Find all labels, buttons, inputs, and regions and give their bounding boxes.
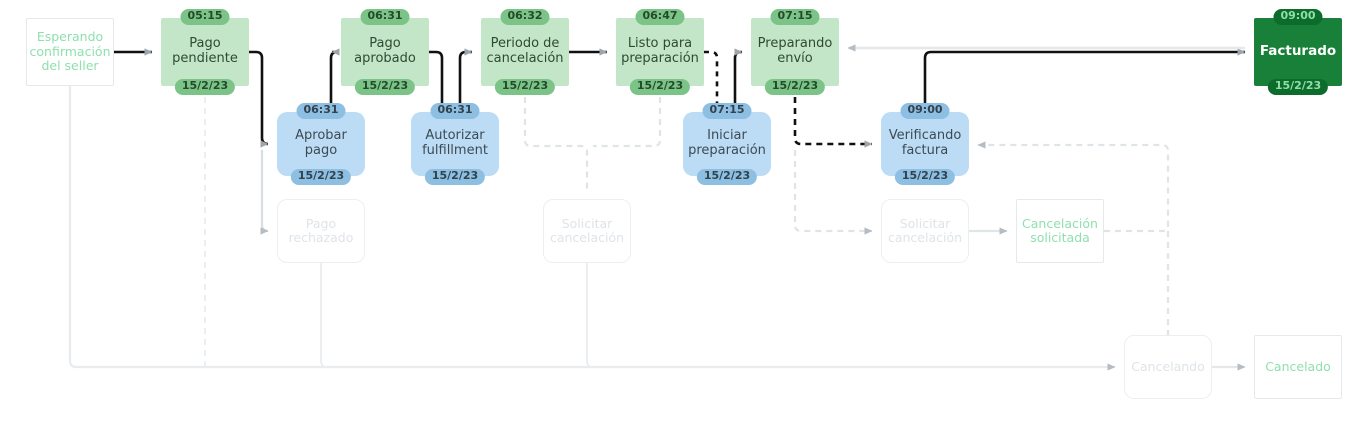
node-label: Facturado [1259, 43, 1337, 60]
node-label: Cancelando [1131, 358, 1205, 374]
edge-preparando-envio-to-verificando-factura [793, 86, 873, 148]
node-date-badge: 15/2/23 [424, 169, 486, 185]
node-date-badge: 15/2/23 [174, 79, 236, 95]
edge-pago-pendiente-to-aprobar-pago [249, 50, 269, 148]
node-time-badge: 07:15 [770, 9, 820, 25]
node-date-badge: 15/2/23 [894, 169, 956, 185]
node-cancelacion-solicitada[interactable]: Cancelación solicitada [1016, 199, 1104, 263]
node-esperando-confirmacion[interactable]: Esperando confirmación del seller [26, 18, 114, 86]
edge-pago-pendiente-to-pago-rechazado [260, 150, 269, 235]
node-time-badge: 05:15 [180, 9, 230, 25]
node-pago-rechazado[interactable]: Pago rechazado [277, 199, 365, 263]
rail-pago-rechazado-drop [320, 263, 328, 368]
node-time-badge: 06:31 [296, 103, 346, 119]
node-time-badge: 06:31 [360, 9, 410, 25]
edge-autorizar-fulfillment-to-periodo-cancelacion [458, 48, 473, 112]
node-label: Cancelación solicitada [1022, 215, 1098, 245]
edge-pago-aprobado-to-autorizar-fulfillment [429, 50, 444, 112]
node-label: Cancelado [1265, 358, 1331, 374]
node-solicitar-cancelacion-1[interactable]: Solicitar cancelación [543, 199, 631, 263]
rail-solicitar-cancelacion-1-drop [586, 263, 594, 368]
node-date-badge: 15/2/23 [1267, 79, 1329, 95]
node-label: Solicitar cancelación [887, 215, 963, 245]
node-label: Pago rechazado [288, 215, 354, 245]
node-cancelado[interactable]: Cancelado [1254, 335, 1342, 399]
node-date-badge: 15/2/23 [764, 79, 826, 95]
edge-listo-preparacion-to-iniciar-preparacion [704, 50, 719, 112]
node-label: Solicitar cancelación [549, 215, 625, 245]
node-label: Listo para preparación [621, 36, 699, 66]
node-label: Verificando factura [888, 128, 962, 158]
node-date-badge: 15/2/23 [494, 79, 556, 95]
node-time-badge: 06:32 [500, 9, 550, 25]
edge-listo-preparacion-to-solicitar-cancelacion-1 [593, 86, 662, 148]
node-time-badge: 09:00 [1273, 9, 1323, 25]
node-date-badge: 15/2/23 [696, 169, 758, 185]
edge-cancelacion-solicitada-to-verificando-factura [977, 141, 1170, 233]
node-solicitar-cancelacion-2[interactable]: Solicitar cancelación [881, 199, 969, 263]
edge-aprobar-pago-to-pago-aprobado [329, 48, 340, 112]
node-cancelando[interactable]: Cancelando [1124, 335, 1212, 399]
edge-esperando-to-cancelando [68, 86, 1116, 371]
edge-verificando-factura-to-facturado [923, 48, 1246, 112]
node-time-badge: 06:47 [635, 9, 685, 25]
node-label: Periodo de cancelación [486, 36, 564, 66]
node-label: Pago aprobado [354, 36, 416, 66]
node-label: Preparando envío [757, 36, 833, 66]
node-date-badge: 15/2/23 [354, 79, 416, 95]
node-time-badge: 06:31 [430, 103, 480, 119]
node-label: Autorizar fulfillment [422, 128, 488, 158]
edge-iniciar-preparacion-to-preparando-envio [733, 48, 743, 112]
node-time-badge: 09:00 [900, 103, 950, 119]
node-label: Pago pendiente [172, 36, 238, 66]
node-time-badge: 07:15 [702, 103, 752, 119]
node-label: Esperando confirmación del seller [29, 29, 111, 74]
node-date-badge: 15/2/23 [629, 79, 691, 95]
node-date-badge: 15/2/23 [290, 169, 352, 185]
edge-preparando-envio-to-solicitar-cancelacion-2 [793, 150, 873, 235]
node-label: Iniciar preparación [688, 128, 766, 158]
node-label: Aprobar pago [295, 128, 347, 158]
edge-periodo-cancelacion-to-solicitar-cancelacion-1 [523, 86, 589, 190]
